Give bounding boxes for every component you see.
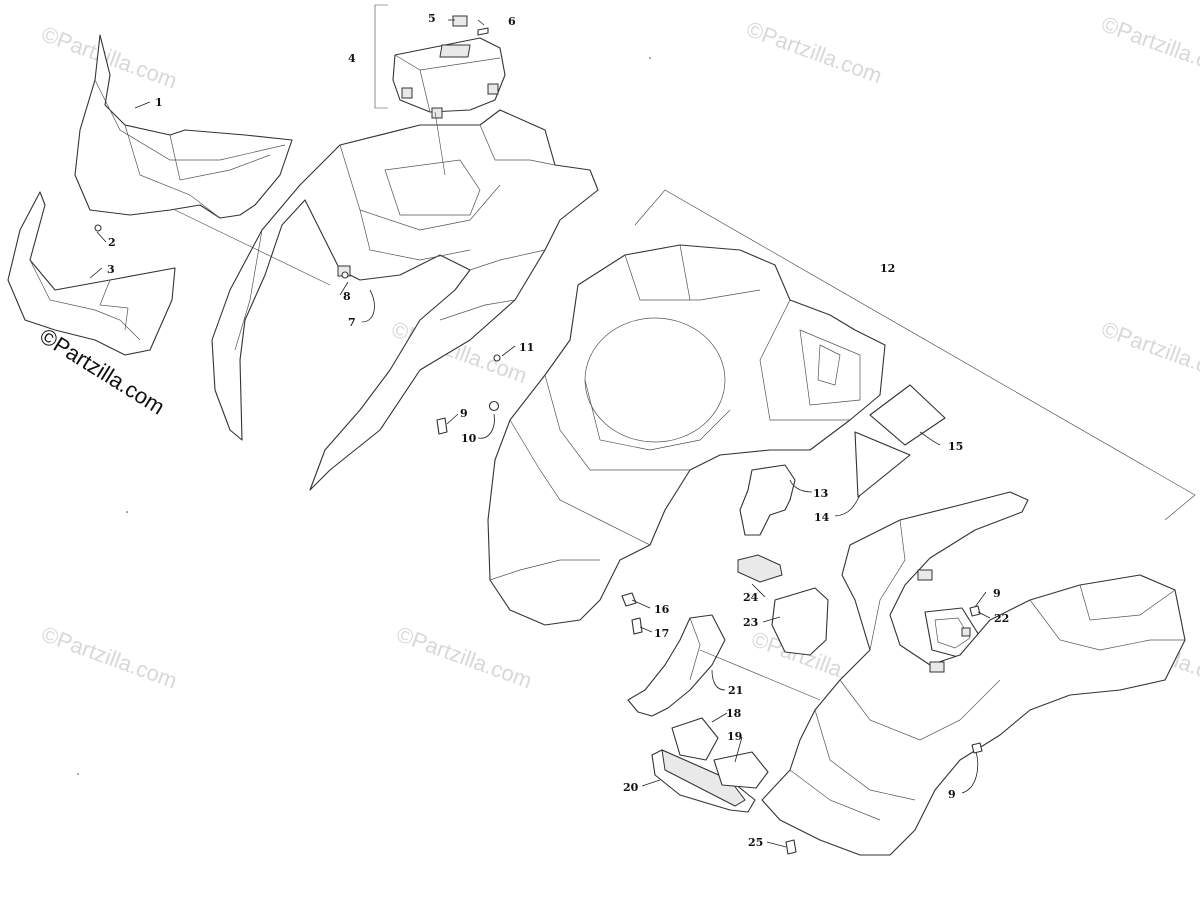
- part-pad-13: [739, 464, 796, 536]
- callout-12: 12: [880, 262, 895, 275]
- stray-dot: [649, 57, 651, 59]
- callout-24: 24: [743, 591, 759, 604]
- bracket-12: [634, 189, 1196, 521]
- part-clip: [452, 15, 468, 27]
- callout-22: 22: [994, 612, 1009, 625]
- part-plate-23: [771, 587, 829, 656]
- callout-16: 16: [654, 603, 670, 616]
- leader-lines: [89, 19, 991, 848]
- bracket-4: [374, 4, 388, 109]
- stray-dot: [126, 511, 128, 513]
- part-front-hood: [211, 109, 599, 491]
- part-pad-15: [869, 384, 946, 446]
- callout-1: 1: [155, 96, 163, 109]
- callout-2: 2: [108, 236, 116, 249]
- callout-20: 20: [623, 781, 639, 794]
- callout-17: 17: [654, 627, 669, 640]
- part-grip-24: [737, 554, 783, 583]
- callout-21: 21: [728, 684, 743, 697]
- callout-labels: 1 2 3 4 5 6 7 8 9 10 11 12 13 14 15 16 1…: [107, 12, 1009, 849]
- callout-11: 11: [519, 341, 534, 354]
- callout-8: 8: [343, 290, 351, 303]
- callout-25: 25: [748, 836, 763, 849]
- part-main-fairing: [487, 244, 886, 626]
- part-pad-14: [854, 431, 911, 498]
- watermark: ©Partzilla.com: [1098, 316, 1200, 388]
- part-side-panel: [761, 491, 1186, 856]
- stray-dot: [77, 773, 79, 775]
- callout-19: 19: [727, 730, 742, 743]
- callout-3: 3: [107, 263, 115, 276]
- callout-7: 7: [348, 316, 356, 329]
- callout-18: 18: [726, 707, 742, 720]
- watermark: ©Partzilla.com: [38, 21, 180, 93]
- callout-10: 10: [461, 432, 477, 445]
- callout-14: 14: [814, 511, 830, 524]
- part-nose-panel: [7, 191, 176, 356]
- watermark: ©Partzilla.com: [393, 621, 535, 693]
- part-headlight-box: [392, 37, 506, 119]
- callout-9-right-lower: 9: [948, 788, 956, 801]
- callout-4: 4: [348, 52, 356, 65]
- callout-23: 23: [743, 616, 758, 629]
- callout-5: 5: [428, 12, 436, 25]
- callout-15: 15: [948, 440, 963, 453]
- part-pin: [477, 27, 489, 36]
- watermark: ©Partzilla.com: [38, 621, 180, 693]
- part-bracket-21: [627, 614, 726, 717]
- part-pad-19: [713, 751, 769, 789]
- callout-9-right-upper: 9: [993, 587, 1001, 600]
- part-windshield: [74, 34, 293, 219]
- callout-6: 6: [508, 15, 516, 28]
- callout-13: 13: [813, 487, 828, 500]
- hardware: [94, 224, 983, 855]
- watermark: ©Partzilla.com: [743, 16, 885, 88]
- watermark: ©Partzilla.com: [1098, 11, 1200, 83]
- callout-9: 9: [460, 407, 468, 420]
- part-pad-18: [671, 717, 719, 761]
